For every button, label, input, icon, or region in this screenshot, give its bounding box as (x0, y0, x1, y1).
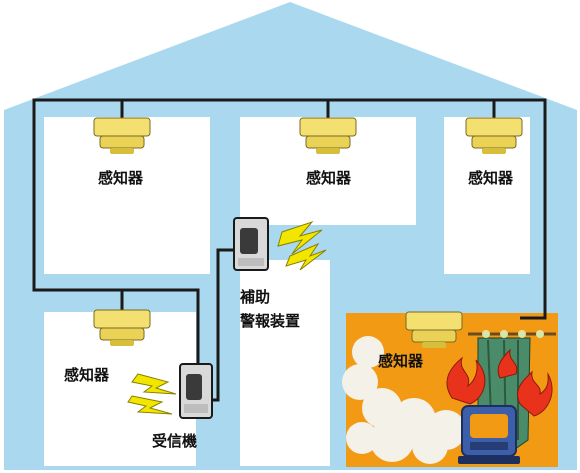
detector-label-top-right: 感知器 (468, 169, 514, 187)
aux-alarm-label-line2: 警報装置 (240, 312, 301, 330)
receiver-panel-icon (179, 363, 213, 419)
detector-wiring (32, 98, 200, 376)
detector-label-top-middle: 感知器 (306, 169, 352, 187)
detector-label-bottom-left: 感知器 (64, 366, 110, 384)
smoke-detector-icon (465, 117, 523, 154)
room-hallway (240, 260, 330, 466)
smoke-detector-icon (299, 117, 357, 154)
auxiliary-alarm-icon (233, 217, 269, 271)
receiver-label: 受信機 (152, 432, 198, 450)
detector-label-top-left: 感知器 (98, 169, 144, 187)
heater-icon (458, 405, 520, 464)
smoke-detector-icon (405, 311, 463, 348)
aux-alarm-label-line1: 補助 (240, 288, 271, 306)
smoke-cloud-icon (342, 336, 466, 464)
flame-icon (446, 348, 553, 417)
detector-wiring-top (122, 98, 547, 320)
smoke-detector-icon (93, 309, 151, 346)
smoke-detector-icon (93, 117, 151, 154)
signal-bolt-icon (277, 220, 327, 271)
signal-bolt-icon (127, 373, 177, 415)
detector-label-fire-room: 感知器 (378, 352, 424, 370)
